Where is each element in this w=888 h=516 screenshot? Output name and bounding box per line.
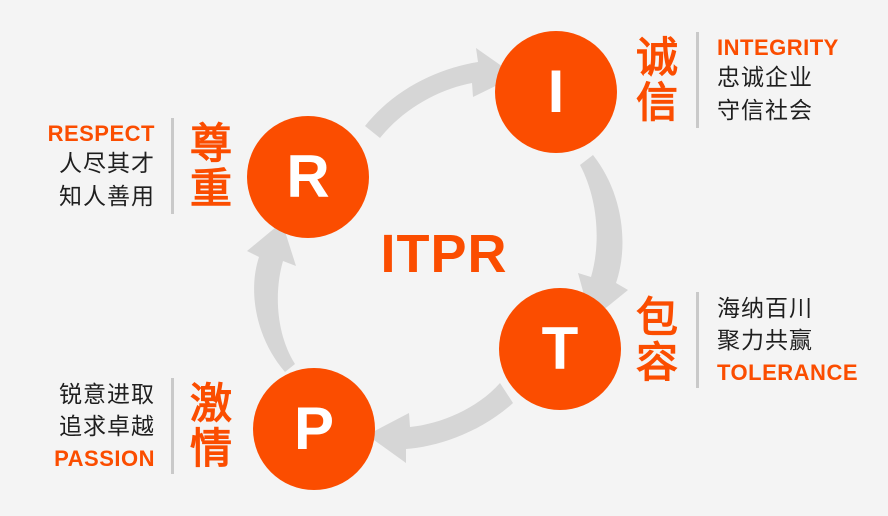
arrow-r-to-i-icon [365, 48, 516, 138]
passion-detail: 锐意进取 追求卓越 PASSION [54, 379, 155, 474]
integrity-detail: INTEGRITY 忠诚企业 守信社会 [717, 33, 839, 128]
respect-cjk-char-2: 重 [189, 164, 232, 213]
arrow-i-to-t-icon [578, 155, 628, 320]
respect-cjk-title: 尊 重 [189, 118, 232, 213]
node-circle-respect[interactable]: R [247, 116, 369, 238]
passion-cjk-char-2: 情 [189, 424, 232, 473]
tolerance-cjk-char-2: 容 [636, 338, 679, 387]
integrity-line-1: 忠诚企业 [717, 65, 814, 92]
tolerance-detail: 海纳百川 聚力共赢 TOLERANCE [717, 293, 858, 388]
value-block-integrity: 诚 信 INTEGRITY 忠诚企业 守信社会 [636, 32, 888, 128]
passion-english: PASSION [54, 445, 155, 471]
passion-cjk-title: 激 情 [189, 378, 232, 473]
respect-cjk-char-1: 尊 [189, 118, 232, 168]
passion-divider [170, 378, 174, 474]
tolerance-divider [696, 292, 700, 388]
node-circle-integrity[interactable]: I [495, 31, 617, 153]
center-acronym: ITPR [380, 224, 508, 284]
integrity-divider [696, 32, 700, 128]
tolerance-english: TOLERANCE [717, 359, 859, 385]
value-block-tolerance: 包 容 海纳百川 聚力共赢 TOLERANCE [636, 292, 888, 388]
respect-line-1: 人尽其才 [58, 151, 155, 178]
value-block-passion: 锐意进取 追求卓越 PASSION 激 情 [20, 378, 232, 474]
respect-english: RESPECT [47, 120, 155, 146]
integrity-english: INTEGRITY [717, 34, 839, 60]
passion-line-2: 追求卓越 [58, 414, 155, 441]
integrity-cjk-char-2: 信 [636, 78, 679, 127]
respect-line-2: 知人善用 [58, 183, 155, 210]
arrow-t-to-p-icon [367, 383, 513, 463]
tolerance-cjk-title: 包 容 [636, 292, 679, 387]
arrow-p-to-r-icon [247, 222, 296, 372]
node-circle-tolerance[interactable]: T [499, 288, 621, 410]
respect-detail: RESPECT 人尽其才 知人善用 [48, 119, 155, 214]
value-block-respect: RESPECT 人尽其才 知人善用 尊 重 [20, 118, 232, 214]
node-letter-t: T [541, 315, 579, 382]
respect-divider [170, 118, 174, 214]
integrity-cjk-title: 诚 信 [636, 32, 679, 127]
node-letter-p: P [293, 395, 335, 462]
integrity-line-2: 守信社会 [717, 97, 814, 124]
tolerance-cjk-char-1: 包 [636, 292, 679, 342]
passion-line-1: 锐意进取 [58, 381, 155, 408]
node-circle-passion[interactable]: P [253, 368, 375, 490]
tolerance-line-1: 海纳百川 [717, 295, 814, 322]
node-letter-i: I [547, 58, 565, 125]
integrity-cjk-char-1: 诚 [636, 32, 679, 82]
node-letter-r: R [286, 143, 330, 210]
passion-cjk-char-1: 激 [189, 378, 232, 428]
tolerance-line-2: 聚力共赢 [717, 328, 814, 355]
